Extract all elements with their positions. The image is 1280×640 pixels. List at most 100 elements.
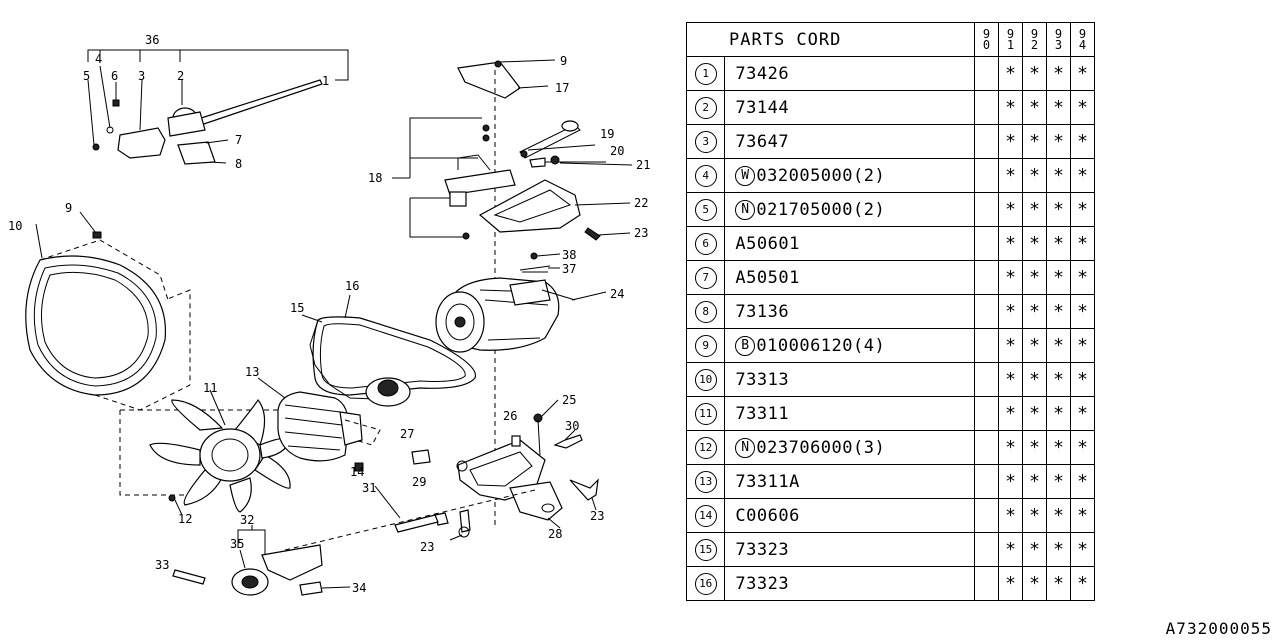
part-code: 73323 <box>735 539 790 560</box>
part-code-cell: 73426 <box>724 56 975 91</box>
year-applicability-cell: * <box>1046 362 1071 397</box>
year-applicability-cell: * <box>1070 294 1095 329</box>
callout-36: 36 <box>145 33 159 47</box>
year-applicability-cell: * <box>1022 430 1047 465</box>
year-applicability-cell <box>974 532 999 567</box>
callout-13: 13 <box>245 365 259 379</box>
callout-23-top: 23 <box>634 226 648 240</box>
part-code: 010006120(4) <box>756 335 886 356</box>
ref-number-cell: 3 <box>685 124 726 159</box>
year-applicability-cell: * <box>998 226 1023 261</box>
year-applicability-cell: * <box>1070 498 1095 533</box>
ref-number: 3 <box>694 130 717 153</box>
callout-32: 32 <box>240 513 254 527</box>
ref-number-cell: 6 <box>685 226 726 261</box>
upper-bracket-assembly <box>392 59 633 525</box>
year-applicability-cell: * <box>998 124 1023 159</box>
year-applicability-cell: * <box>1070 430 1095 465</box>
year-applicability-cell: * <box>1022 294 1047 329</box>
year-digit: 9 <box>982 26 991 41</box>
callout-25: 25 <box>562 393 576 407</box>
year-applicability-cell: * <box>1022 362 1047 397</box>
year-applicability-cell: * <box>1046 226 1071 261</box>
year-applicability-cell: * <box>1022 498 1047 533</box>
ref-number: 9 <box>694 334 717 357</box>
part-prefix-mark: B <box>735 335 756 356</box>
idler-pulley-assembly <box>172 525 351 596</box>
fan-shroud <box>25 211 191 411</box>
year-applicability-cell: * <box>1070 396 1095 431</box>
callout-38: 38 <box>562 248 576 262</box>
year-digit: 9 <box>1006 26 1015 41</box>
callout-16: 16 <box>345 279 359 293</box>
ref-number-cell: 7 <box>685 260 726 295</box>
part-code: 73311 <box>735 403 790 424</box>
part-code-cell: 73647 <box>724 124 975 159</box>
year-applicability-cell: * <box>1070 260 1095 295</box>
ref-number: 8 <box>694 300 717 323</box>
year-applicability-cell <box>974 90 999 125</box>
year-applicability-cell <box>974 56 999 91</box>
part-code-cell: 73311 <box>724 396 975 431</box>
year-applicability-cell <box>974 430 999 465</box>
ref-number: 16 <box>694 572 717 595</box>
year-applicability-cell: * <box>1070 226 1095 261</box>
part-code-cell: A50601 <box>724 226 975 261</box>
year-applicability-cell: * <box>998 532 1023 567</box>
year-applicability-cell <box>974 328 999 363</box>
part-code-cell: 73323 <box>724 532 975 567</box>
year-applicability-cell: * <box>1046 90 1071 125</box>
year-applicability-cell: * <box>1022 56 1047 91</box>
year-applicability-cell: * <box>1022 192 1047 227</box>
year-applicability-cell <box>974 124 999 159</box>
part-code: 73323 <box>735 573 790 594</box>
callout-28: 28 <box>548 527 562 541</box>
year-applicability-cell: * <box>1070 532 1095 567</box>
diagram-code: A732000055 <box>1165 619 1272 638</box>
callout-33: 33 <box>155 558 169 572</box>
year-applicability-cell: * <box>1022 90 1047 125</box>
callout-12: 12 <box>178 512 192 526</box>
callout-35: 35 <box>230 537 244 551</box>
exploded-parts-diagram: 36 4 5 6 3 2 1 7 8 9 17 18 19 20 21 22 2… <box>8 33 650 596</box>
callout-4: 4 <box>95 52 102 66</box>
year-digit: 4 <box>1078 37 1087 52</box>
callout-19: 19 <box>600 127 614 141</box>
ref-number-cell: 8 <box>685 294 726 329</box>
callout-3: 3 <box>138 69 145 83</box>
ref-number: 13 <box>694 470 717 493</box>
year-applicability-cell: * <box>1046 124 1071 159</box>
ref-number-cell: 2 <box>685 90 726 125</box>
year-applicability-cell: * <box>1046 532 1071 567</box>
ref-number: 10 <box>694 368 717 391</box>
part-code-cell: 73144 <box>724 90 975 125</box>
year-applicability-cell: * <box>1046 464 1071 499</box>
callout-23-bottom: 23 <box>420 540 434 554</box>
callout-18: 18 <box>368 171 382 185</box>
ref-number-cell: 11 <box>685 396 726 431</box>
ref-number: 15 <box>694 538 717 561</box>
part-code: 73426 <box>735 63 790 84</box>
year-applicability-cell: * <box>1070 566 1095 601</box>
year-digit: 1 <box>1006 37 1015 52</box>
callout-23-right: 23 <box>590 509 604 523</box>
year-applicability-cell: * <box>1022 226 1047 261</box>
year-applicability-cell: * <box>998 566 1023 601</box>
part-code: A50501 <box>735 267 800 288</box>
part-code: 73136 <box>735 301 790 322</box>
ref-number-cell: 13 <box>685 464 726 499</box>
ref-number: 2 <box>694 96 717 119</box>
